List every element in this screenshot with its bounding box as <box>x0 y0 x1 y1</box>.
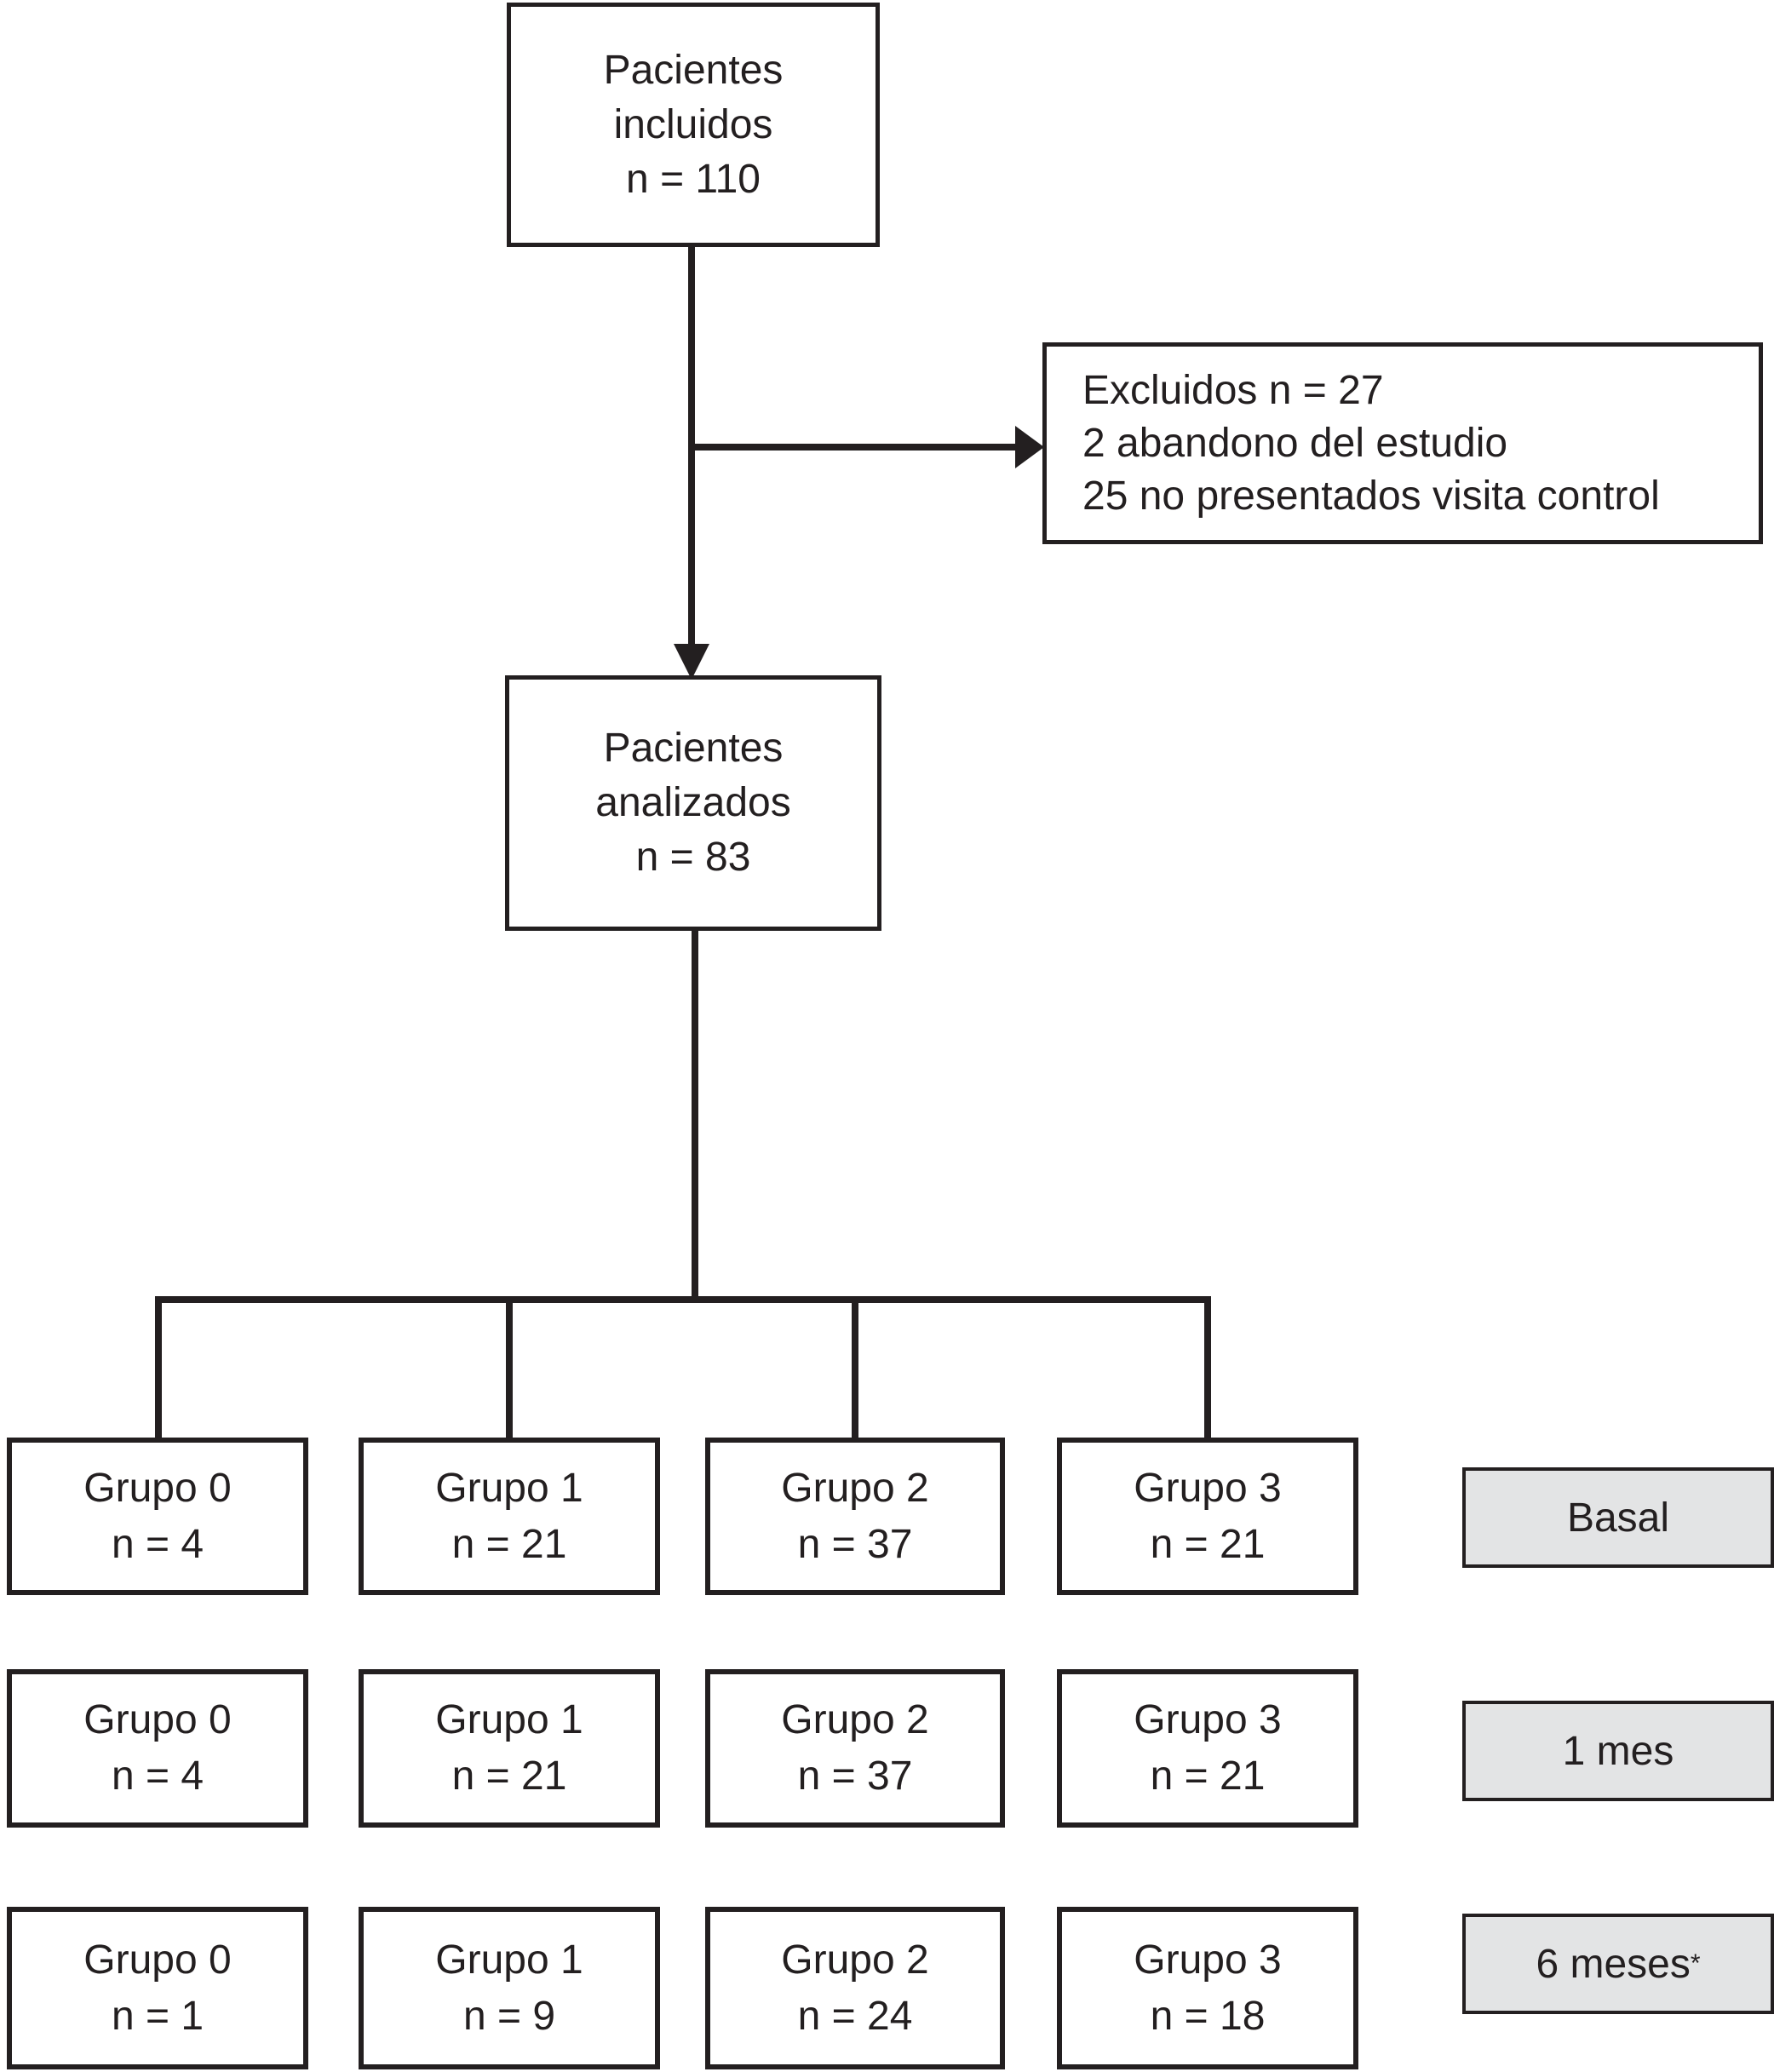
group-box-1mes-grupo-0: Grupo 0 n = 4 <box>7 1669 308 1828</box>
group-box-6meses-grupo-3: Grupo 3 n = 18 <box>1057 1907 1358 2069</box>
group-box-basal-grupo-0: Grupo 0 n = 4 <box>7 1438 308 1595</box>
group-n: n = 21 <box>451 1521 567 1567</box>
group-name: Grupo 2 <box>781 1697 929 1742</box>
group-box-basal-grupo-1: Grupo 1 n = 21 <box>359 1438 660 1595</box>
group-n: n = 37 <box>797 1521 913 1567</box>
group-n: n = 21 <box>1150 1753 1266 1799</box>
arrowhead-down-icon <box>674 644 709 680</box>
tree-drop-grupo-1 <box>506 1296 513 1438</box>
timepoint-label-text: 6 meses <box>1536 1941 1691 1987</box>
group-name: Grupo 0 <box>83 1697 232 1742</box>
analyzed-line-1: Pacientes <box>603 726 784 771</box>
group-name: Grupo 0 <box>83 1465 232 1511</box>
arrowhead-right-icon <box>1015 426 1044 468</box>
group-box-6meses-grupo-1: Grupo 1 n = 9 <box>359 1907 660 2069</box>
group-box-basal-grupo-3: Grupo 3 n = 21 <box>1057 1438 1358 1595</box>
connector-analyzed-to-tree <box>692 929 698 1301</box>
excluded-reason-2: 25 no presentados visita control <box>1082 473 1660 519</box>
group-box-1mes-grupo-2: Grupo 2 n = 37 <box>705 1669 1005 1828</box>
group-name: Grupo 3 <box>1134 1937 1282 1983</box>
group-name: Grupo 3 <box>1134 1697 1282 1742</box>
excluded-patients-box: Excluidos n = 27 2 abandono del estudio … <box>1042 342 1763 544</box>
excluded-count: Excluidos n = 27 <box>1082 367 1384 413</box>
included-patients-box: Pacientes incluidos n = 110 <box>507 3 880 247</box>
analyzed-line-2: analizados <box>595 780 791 825</box>
group-name: Grupo 2 <box>781 1937 929 1983</box>
group-n: n = 24 <box>797 1993 913 2039</box>
group-n: n = 21 <box>451 1753 567 1799</box>
group-box-6meses-grupo-0: Grupo 0 n = 1 <box>7 1907 308 2069</box>
group-n: n = 21 <box>1150 1521 1266 1567</box>
group-name: Grupo 1 <box>435 1937 583 1983</box>
tree-horizontal-line <box>155 1296 1211 1303</box>
included-count: n = 110 <box>626 156 761 202</box>
timepoint-label-text: 1 mes <box>1562 1728 1674 1774</box>
group-box-1mes-grupo-1: Grupo 1 n = 21 <box>359 1669 660 1828</box>
included-line-2: incluidos <box>613 101 773 147</box>
group-n: n = 4 <box>111 1521 204 1567</box>
tree-drop-grupo-0 <box>155 1296 162 1438</box>
group-name: Grupo 1 <box>435 1697 583 1742</box>
group-name: Grupo 3 <box>1134 1465 1282 1511</box>
timepoint-label-1mes: 1 mes <box>1462 1701 1774 1801</box>
connector-to-excluded <box>690 444 1019 451</box>
group-box-basal-grupo-2: Grupo 2 n = 37 <box>705 1438 1005 1595</box>
group-n: n = 18 <box>1150 1993 1266 2039</box>
analyzed-patients-box: Pacientes analizados n = 83 <box>505 675 881 931</box>
group-name: Grupo 0 <box>83 1937 232 1983</box>
group-n: n = 1 <box>111 1993 204 2039</box>
group-n: n = 9 <box>462 1993 556 2039</box>
included-line-1: Pacientes <box>603 47 784 93</box>
analyzed-count: n = 83 <box>635 835 751 880</box>
tree-drop-grupo-3 <box>1204 1296 1211 1438</box>
tree-drop-grupo-2 <box>852 1296 858 1438</box>
group-name: Grupo 2 <box>781 1465 929 1511</box>
group-n: n = 4 <box>111 1753 204 1799</box>
group-box-1mes-grupo-3: Grupo 3 n = 21 <box>1057 1669 1358 1828</box>
excluded-reason-1: 2 abandono del estudio <box>1082 420 1508 466</box>
group-n: n = 37 <box>797 1753 913 1799</box>
timepoint-label-basal: Basal <box>1462 1467 1774 1568</box>
timepoint-label-6meses: 6 meses* <box>1462 1914 1774 2014</box>
group-name: Grupo 1 <box>435 1465 583 1511</box>
timepoint-label-text: Basal <box>1566 1495 1670 1541</box>
group-box-6meses-grupo-2: Grupo 2 n = 24 <box>705 1907 1005 2069</box>
